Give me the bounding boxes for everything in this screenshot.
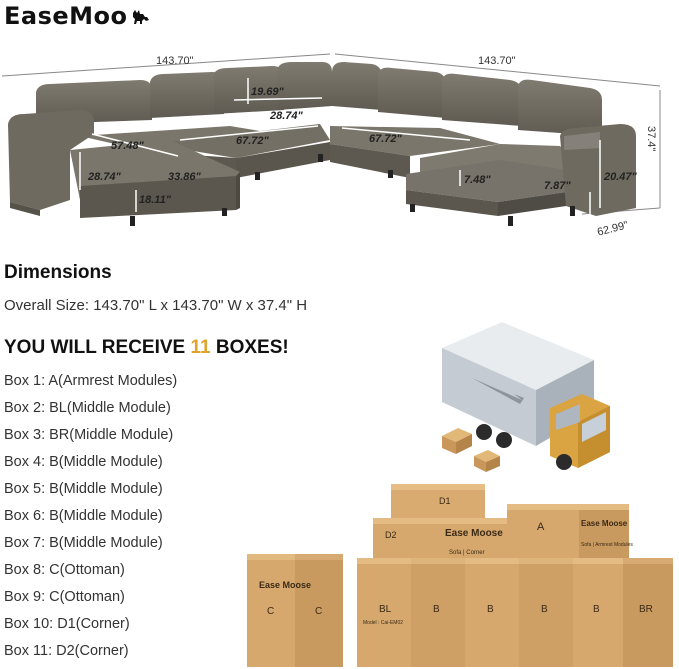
moose-icon bbox=[132, 10, 149, 24]
dim-leg-height: 7.87" bbox=[544, 180, 571, 192]
list-item: Box 10: D1(Corner) bbox=[4, 616, 130, 632]
carton-c2 bbox=[295, 554, 343, 667]
box-list: Box 1: A(Armrest Modules) Box 2: BL(Midd… bbox=[4, 371, 177, 668]
carton-d1 bbox=[391, 484, 485, 522]
dim-arm-height: 20.47" bbox=[604, 171, 637, 183]
list-item: Box 7: B(Middle Module) bbox=[4, 535, 163, 551]
carton-b4 bbox=[573, 558, 623, 667]
dim-middle-left-width: 67.72" bbox=[236, 135, 269, 147]
cartons-illustration: Ease Moose C C D1 D2 Ease Moose Sofa | C… bbox=[245, 480, 675, 669]
carton-label-a: A bbox=[537, 521, 545, 533]
boxes-heading: YOU WILL RECEIVE 11 BOXES! bbox=[4, 337, 289, 359]
carton-label-br: BR bbox=[639, 604, 653, 615]
carton-sofa-corner: Sofa | Corner bbox=[449, 550, 485, 556]
carton-br bbox=[623, 558, 673, 667]
dim-chaise-height-left: 18.11" bbox=[139, 194, 171, 206]
sofa-diagram: 143.70" 143.70" 19.69" 28.74" 57.48" 67.… bbox=[0, 40, 679, 255]
dim-top-left: 143.70" bbox=[156, 55, 194, 67]
carton-label-b3: B bbox=[541, 604, 548, 615]
list-item: Box 6: B(Middle Module) bbox=[4, 508, 163, 524]
carton-label-b1: B bbox=[433, 604, 440, 615]
dim-chaise-length-left: 33.86" bbox=[168, 171, 201, 183]
dim-top-right: 143.70" bbox=[478, 55, 516, 67]
carton-sofa-armrest: Sofa | Armrest Modules bbox=[581, 542, 633, 548]
truck-illustration bbox=[432, 318, 622, 478]
list-item: Box 1: A(Armrest Modules) bbox=[4, 373, 178, 389]
boxes-count: 11 bbox=[190, 337, 211, 358]
list-item: Box 2: BL(Middle Module) bbox=[4, 400, 171, 416]
carton-label-d2: D2 bbox=[385, 530, 397, 540]
carton-b1 bbox=[411, 558, 465, 667]
carton-label-d1: D1 bbox=[439, 496, 451, 506]
dim-ottoman-height: 7.48" bbox=[464, 174, 491, 186]
carton-c1 bbox=[247, 554, 295, 667]
cartons-stack: Ease Moose C C D1 D2 Ease Moose Sofa | C… bbox=[247, 484, 673, 667]
overall-size: Overall Size: 143.70" L x 143.70" W x 37… bbox=[4, 297, 308, 314]
carton-label-bl: BL bbox=[379, 604, 392, 615]
list-item: Box 11: D2(Corner) bbox=[4, 643, 129, 659]
sofa-illustration bbox=[1, 53, 661, 226]
dim-seat-depth-left: 57.48" bbox=[111, 140, 144, 152]
carton-brand-left: Ease Moose bbox=[259, 580, 311, 590]
list-item: Box 5: B(Middle Module) bbox=[4, 481, 163, 497]
carton-brand-right: Ease Moose bbox=[581, 519, 628, 528]
list-item: Box 8: C(Ottoman) bbox=[4, 562, 125, 578]
dim-middle-right-width: 67.72" bbox=[369, 133, 402, 145]
dim-total-height: 37.4" bbox=[645, 126, 657, 152]
dim-back-height: 19.69" bbox=[251, 86, 284, 98]
carton-label-c1: C bbox=[267, 606, 274, 617]
boxes-heading-suffix: BOXES! bbox=[210, 337, 289, 358]
section-title: Dimensions bbox=[4, 262, 112, 283]
carton-brand-center: Ease Moose bbox=[445, 528, 503, 539]
carton-label-b4: B bbox=[593, 604, 600, 615]
boxes-heading-prefix: YOU WILL RECEIVE bbox=[4, 337, 191, 358]
dim-seat-depth-middle: 28.74" bbox=[270, 110, 303, 122]
brand-name: EaseMoo bbox=[4, 2, 128, 30]
carton-d2 bbox=[373, 518, 507, 562]
dim-chaise-width-left: 28.74" bbox=[88, 171, 121, 183]
carton-label-b2: B bbox=[487, 604, 494, 615]
carton-model: Model : Cai-EM02 bbox=[363, 620, 403, 626]
brand-logo: EaseMoo bbox=[4, 2, 152, 30]
list-item: Box 4: B(Middle Module) bbox=[4, 454, 163, 470]
list-item: Box 9: C(Ottoman) bbox=[4, 589, 125, 605]
carton-label-c2: C bbox=[315, 606, 322, 617]
carton-bl bbox=[357, 558, 411, 667]
list-item: Box 3: BR(Middle Module) bbox=[4, 427, 174, 443]
carton-b3 bbox=[519, 558, 573, 667]
carton-a bbox=[507, 504, 629, 562]
truck-icon bbox=[442, 322, 610, 472]
carton-b2 bbox=[465, 558, 519, 667]
